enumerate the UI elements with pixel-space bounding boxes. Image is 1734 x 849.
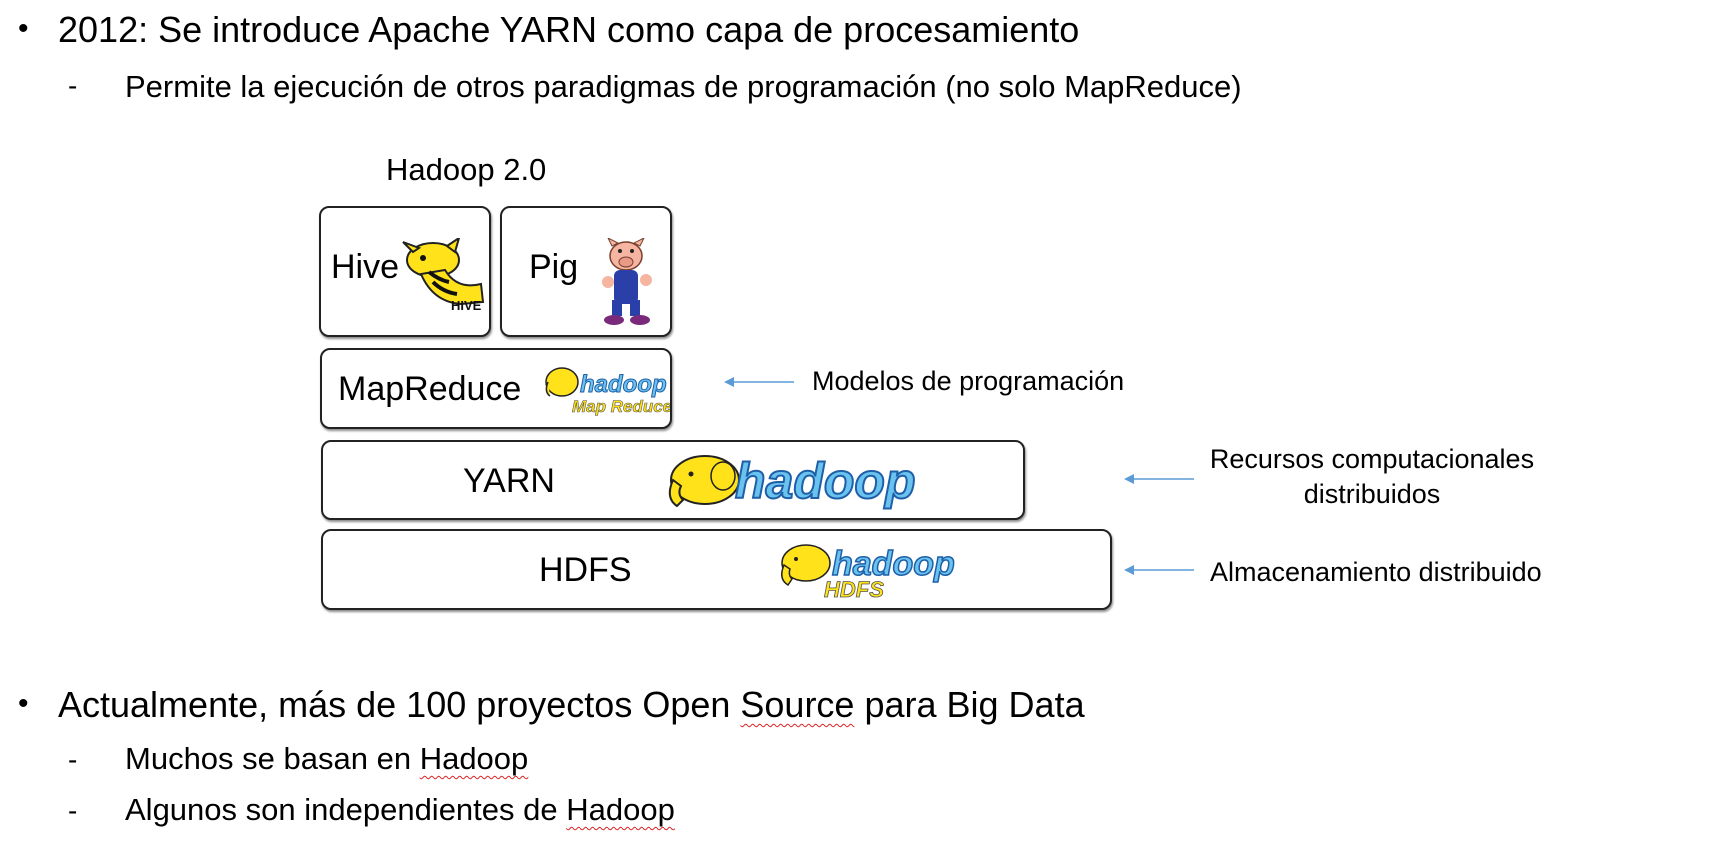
annotation-recursos-line1: Recursos computacionales <box>1209 444 1535 474</box>
sub-bullet-independent: Algunos son independientes de Hadoop <box>125 794 675 825</box>
pig-layer-box: Pig <box>500 206 672 337</box>
yarn-logo-text: hadoop <box>735 453 916 509</box>
sub-bullet-marker: - <box>68 70 78 101</box>
sub-bullet-independent-pre: Algunos son independientes de <box>125 792 567 827</box>
mapreduce-logo-text-mr: Map Reduce <box>572 397 670 416</box>
yarn-label: YARN <box>463 462 555 500</box>
mapreduce-logo-text-hadoop: hadoop <box>580 371 667 398</box>
bullet-2012-yarn: 2012: Se introduce Apache YARN como capa… <box>58 9 1080 50</box>
mapreduce-label: MapReduce <box>338 370 522 408</box>
bullet-open-source-post: para Big Data <box>854 684 1085 725</box>
hdfs-logo-text-hadoop: hadoop <box>832 545 955 583</box>
bullet-marker: • <box>18 687 29 720</box>
sub-bullet-marker: - <box>68 744 78 775</box>
hadoop-elephant-logo-icon: hadoop <box>668 452 917 510</box>
hadoop-mapreduce-logo-icon: hadoop Map Reduce <box>545 367 670 416</box>
hdfs-layer-box: HDFS hadoop HDFS <box>321 529 1112 610</box>
hdfs-logo-text-hdfs: HDFS <box>824 577 884 601</box>
bullet-open-source: Actualmente, más de 100 proyectos Open S… <box>58 687 1085 723</box>
pig-label: Pig <box>529 248 579 286</box>
sub-bullet-marker: - <box>68 795 78 826</box>
hive-layer-box: Hive HIVE <box>319 206 491 337</box>
bullet-marker: • <box>18 12 29 45</box>
bullet-open-source-word: Source <box>740 684 855 725</box>
hadoop-hdfs-logo-icon: hadoop HDFS <box>781 544 956 601</box>
yarn-layer-box: YARN hadoop <box>321 440 1025 520</box>
hive-logo-text: HIVE <box>451 298 482 312</box>
annotation-modelos: Modelos de programación <box>812 366 1125 396</box>
pig-logo-icon <box>602 238 652 325</box>
diagram-title: Hadoop 2.0 <box>386 152 547 187</box>
bullet-open-source-pre: Actualmente, más de 100 proyectos Open <box>58 684 741 725</box>
sub-bullet-based-hadoop: Hadoop <box>419 741 529 776</box>
sub-bullet-based-on-hadoop: Muchos se basan en Hadoop <box>125 743 528 774</box>
sub-bullet-based-pre: Muchos se basan en <box>125 741 420 776</box>
hive-logo-icon: HIVE <box>402 238 485 312</box>
arrow-modelos-icon <box>724 377 794 387</box>
sub-bullet-paradigms: Permite la ejecución de otros paradigmas… <box>125 69 1242 104</box>
annotation-recursos-line2: distribuidos <box>1303 479 1441 510</box>
hdfs-label: HDFS <box>539 551 632 589</box>
annotation-almacenamiento: Almacenamiento distribuido <box>1210 557 1542 587</box>
arrow-almacenamiento-icon <box>1124 565 1194 575</box>
hive-label: Hive <box>331 248 400 286</box>
arrow-recursos-icon <box>1124 474 1194 484</box>
mapreduce-layer-box: MapReduce hadoop Map Reduce <box>320 348 672 429</box>
annotation-recursos: Recursos computacionales distribuidos <box>1196 442 1548 512</box>
sub-bullet-independent-hadoop: Hadoop <box>566 792 675 827</box>
